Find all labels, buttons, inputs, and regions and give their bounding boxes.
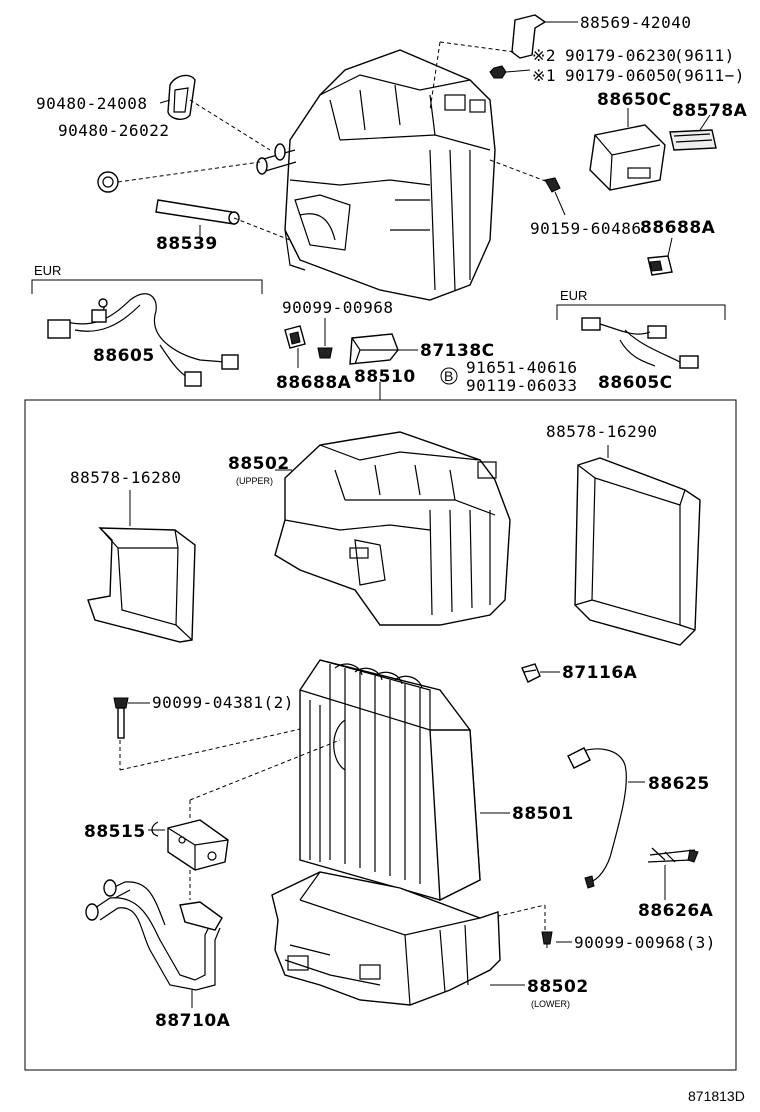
upper-case-88502 bbox=[274, 431, 511, 626]
label-90179-06050: 90179-06050 bbox=[565, 66, 676, 85]
harness-88605-group bbox=[31, 279, 263, 387]
grommet-90480-24008 bbox=[159, 74, 271, 151]
label-90099-04381: 90099-04381(2) bbox=[152, 693, 294, 712]
grommet-90480-26022 bbox=[97, 161, 261, 193]
label-90480-26022: 90480-26022 bbox=[58, 121, 169, 140]
evaporator-core-88501 bbox=[299, 659, 510, 902]
label-eur-left: EUR bbox=[34, 263, 61, 278]
label-90179-06230-note: (9611) bbox=[674, 46, 735, 65]
label-88605c: 88605C bbox=[598, 373, 673, 393]
label-88710a: 88710A bbox=[155, 1011, 231, 1031]
bolt-90099-04381 bbox=[113, 697, 341, 771]
label-88502-lower: 88502 bbox=[527, 977, 589, 997]
b-marker: B bbox=[440, 367, 458, 385]
label-upper-note: (UPPER) bbox=[236, 476, 273, 486]
pad-88578a bbox=[669, 114, 717, 151]
exploded-view-frame bbox=[24, 399, 737, 1071]
label-88515: 88515 bbox=[84, 822, 146, 842]
label-88578-16290: 88578-16290 bbox=[546, 422, 657, 441]
label-90159-60486: 90159-60486 bbox=[530, 219, 641, 238]
label-88626a: 88626A bbox=[638, 901, 714, 921]
label-88625: 88625 bbox=[648, 774, 710, 794]
pipe-set-88710a bbox=[85, 879, 223, 1008]
bracket-88569 bbox=[429, 14, 578, 111]
label-88688a-bottom: 88688A bbox=[276, 373, 352, 393]
seal-88578-16290 bbox=[574, 445, 701, 646]
clip-88688a-top bbox=[647, 237, 673, 276]
label-88502-upper: 88502 bbox=[228, 454, 290, 474]
figure-id: 871813D bbox=[688, 1088, 745, 1104]
clip-90099-00968 bbox=[317, 318, 333, 359]
label-90099-00968-3: 90099-00968(3) bbox=[574, 933, 716, 952]
clip-88626a bbox=[647, 847, 699, 900]
label-mark-1: ※1 bbox=[532, 66, 556, 85]
label-91651-40616: 91651-40616 bbox=[466, 358, 577, 377]
b-marker-text: B bbox=[444, 368, 453, 384]
label-87138c: 87138C bbox=[420, 341, 495, 361]
amplifier-88650c bbox=[589, 108, 666, 191]
tube-88539 bbox=[155, 199, 291, 241]
label-90179-06050-note: (9611−) bbox=[674, 66, 745, 85]
label-90480-24008: 90480-24008 bbox=[36, 94, 147, 113]
label-88510: 88510 bbox=[354, 367, 416, 387]
clip-87116a bbox=[521, 663, 560, 683]
harness-88605c-group bbox=[556, 304, 726, 369]
lower-case-88502 bbox=[271, 871, 525, 1006]
label-88605: 88605 bbox=[93, 346, 155, 366]
label-88501: 88501 bbox=[512, 804, 574, 824]
label-lower-note: (LOWER) bbox=[531, 999, 570, 1009]
label-87116a: 87116A bbox=[562, 663, 638, 683]
expansion-valve-88515 bbox=[148, 739, 341, 900]
nut-90179 bbox=[489, 65, 531, 79]
label-88569-42040: 88569-42040 bbox=[580, 13, 691, 32]
evaporator-housing-assembly bbox=[256, 49, 496, 301]
label-mark-2: ※2 bbox=[532, 46, 556, 65]
label-90179-06230: 90179-06230 bbox=[565, 46, 676, 65]
sensor-87138c bbox=[349, 333, 418, 365]
label-88578-16280: 88578-16280 bbox=[70, 468, 181, 487]
screw-90159 bbox=[489, 159, 566, 216]
label-90119-06033: 90119-06033 bbox=[466, 376, 577, 395]
screw-90099-00968 bbox=[489, 904, 572, 948]
label-88688a-top: 88688A bbox=[640, 218, 716, 238]
clip-88688a-bottom bbox=[284, 325, 306, 368]
seal-88578-16280 bbox=[87, 490, 196, 643]
label-90099-00968: 90099-00968 bbox=[282, 298, 393, 317]
label-eur-right: EUR bbox=[560, 288, 587, 303]
label-88539: 88539 bbox=[156, 234, 218, 254]
label-88578a: 88578A bbox=[672, 101, 748, 121]
label-88650c: 88650C bbox=[597, 90, 672, 110]
thermistor-88625 bbox=[567, 747, 645, 889]
